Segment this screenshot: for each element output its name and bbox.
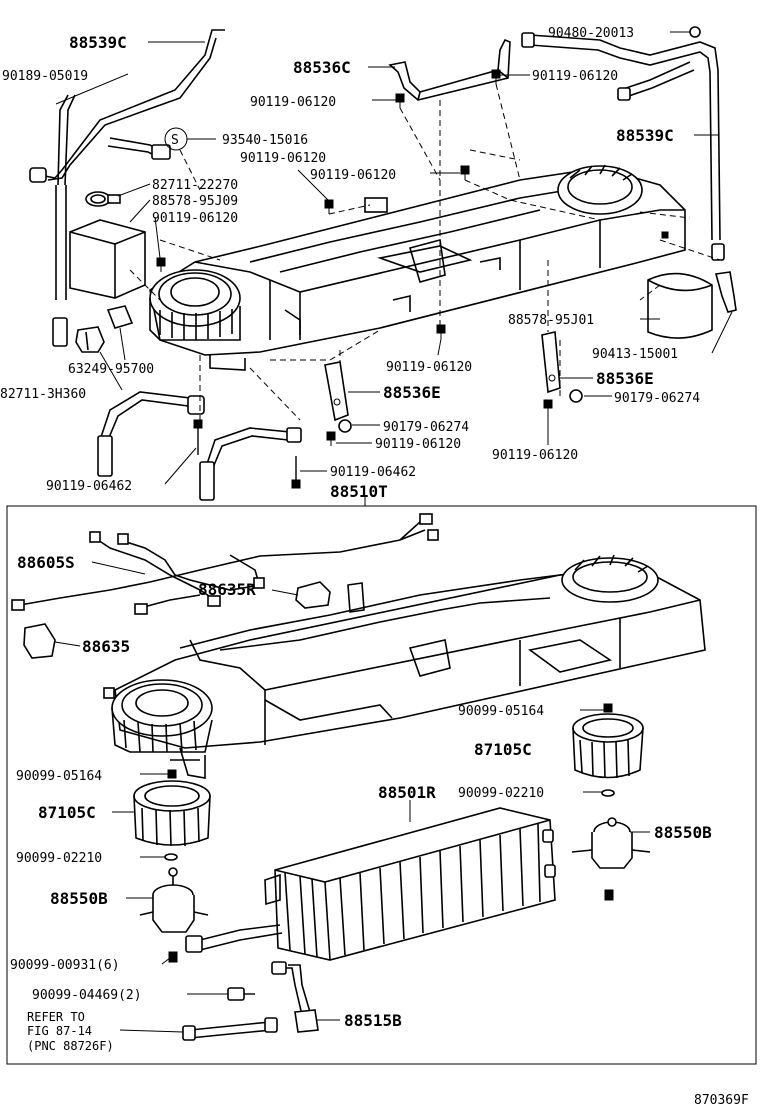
bracket-88536e-right xyxy=(541,331,561,394)
callout-88536e-left: 88536E xyxy=(383,383,441,402)
wire-harness-88605s xyxy=(11,513,439,615)
sensor-88635r xyxy=(295,581,365,613)
refer-note: REFER TO FIG 87-14 (PNC 88726F) xyxy=(27,1010,114,1053)
motor-88550b-left xyxy=(139,867,209,933)
callout-88539c-right: 88539C xyxy=(616,126,674,145)
upper-assembly-view xyxy=(29,26,737,501)
nut-icon xyxy=(338,419,352,433)
callouts-upper: 88539C 90189-05019 88536C 90119-06120 90… xyxy=(0,26,700,501)
refer-note-line2: FIG 87-14 xyxy=(27,1024,92,1038)
callout-90119-06120-c: 90119-06120 xyxy=(240,151,326,166)
bolt-icon xyxy=(324,199,334,214)
callout-90119-06120-b: 90119-06120 xyxy=(532,69,618,84)
exploded-view-frame xyxy=(6,505,757,1065)
bolt-icon xyxy=(543,399,553,414)
callout-90119-06120-h: 90119-06120 xyxy=(492,448,578,463)
callout-90119-06462-right: 90119-06462 xyxy=(330,465,416,480)
screw-icon xyxy=(661,231,669,239)
callout-90099-05164-right: 90099-05164 xyxy=(458,704,544,719)
callout-88501r: 88501R xyxy=(378,783,436,802)
callout-82711-22270: 82711-22270 xyxy=(152,178,238,193)
callout-90099-02210-left: 90099-02210 xyxy=(16,851,102,866)
refer-note-line1: REFER TO xyxy=(27,1010,85,1024)
callout-90413-15001: 90413-15001 xyxy=(592,347,678,362)
callout-90480-20013: 90480-20013 xyxy=(548,26,634,41)
screw-icon xyxy=(168,951,178,963)
lower-exploded-view xyxy=(11,513,706,1041)
callout-90119-06120-e: 90119-06120 xyxy=(152,211,238,226)
nut-icon xyxy=(569,389,583,403)
callout-90179-06274-left: 90179-06274 xyxy=(383,420,469,435)
bolt-icon xyxy=(227,987,255,1001)
insulator-88578-95j01 xyxy=(647,272,713,339)
sensor-88635 xyxy=(23,623,56,659)
callout-88635: 88635 xyxy=(82,637,130,656)
pipe-88539c-right xyxy=(521,26,737,313)
evaporator-88501r xyxy=(264,807,556,961)
callout-63249-95700: 63249-95700 xyxy=(68,362,154,377)
callout-90179-06274-right: 90179-06274 xyxy=(614,391,700,406)
callout-93540-15016: 93540-15016 xyxy=(222,133,308,148)
washer-icon xyxy=(601,789,615,797)
blower-87105c-left xyxy=(133,780,211,847)
bolt-long-icon xyxy=(291,456,301,489)
figure-code: 870369F xyxy=(694,1093,749,1108)
callout-88578-95j09: 88578-95J09 xyxy=(152,194,238,209)
callout-88536c: 88536C xyxy=(293,58,351,77)
callout-88536e-right: 88536E xyxy=(596,369,654,388)
callout-82711-3h360: 82711-3H360 xyxy=(0,387,86,402)
bracket-88536e-left xyxy=(324,361,349,422)
refer-note-line3: (PNC 88726F) xyxy=(27,1039,114,1053)
callout-90189-05019: 90189-05019 xyxy=(2,69,88,84)
motor-88550b-right xyxy=(571,817,651,869)
callout-90099-00931: 90099-00931(6) xyxy=(10,958,120,973)
pipe-88539c-left xyxy=(29,29,225,347)
callout-88635r: 88635R xyxy=(198,580,256,599)
callout-88550b-left: 88550B xyxy=(50,889,108,908)
callout-88515b: 88515B xyxy=(344,1011,402,1030)
callout-88539c-left: 88539C xyxy=(69,33,127,52)
callout-90119-06120-a: 90119-06120 xyxy=(250,95,336,110)
clamp-82711-22270 xyxy=(85,191,121,207)
insulator-block-88578-95j09 xyxy=(69,219,146,299)
callout-88550b-right: 88550B xyxy=(654,823,712,842)
hoses-lower-left xyxy=(97,391,302,501)
main-housing-lower xyxy=(103,554,706,779)
washer-icon xyxy=(164,853,178,861)
bolt-long-icon xyxy=(193,419,203,455)
callout-88605s: 88605S xyxy=(17,553,75,572)
bolt-icon xyxy=(460,165,470,180)
pad-63249-95700 xyxy=(106,305,134,329)
s-symbol: S xyxy=(171,133,179,148)
clip-82711-3h360 xyxy=(75,326,105,353)
bolt-icon xyxy=(491,69,501,84)
callout-87105c-left: 87105C xyxy=(38,803,96,822)
blower-87105c-right xyxy=(572,713,644,779)
callout-90119-06462-left: 90119-06462 xyxy=(46,479,132,494)
callout-90099-04469: 90099-04469(2) xyxy=(32,988,142,1003)
callout-90119-06120-g: 90119-06120 xyxy=(375,437,461,452)
callout-90099-02210-right: 90099-02210 xyxy=(458,786,544,801)
bolts-upper xyxy=(156,69,669,489)
leader-lines-upper xyxy=(55,31,733,506)
callout-90099-05164-left: 90099-05164 xyxy=(16,769,102,784)
callout-90119-06120-f: 90119-06120 xyxy=(386,360,472,375)
callout-87105c-right: 87105C xyxy=(474,740,532,759)
main-housing-upper xyxy=(149,164,686,371)
screw-icon xyxy=(167,769,177,779)
assembly-dashed-lines xyxy=(129,83,721,421)
leader-lines-lower xyxy=(54,561,650,1033)
callout-88578-95j01: 88578-95J01 xyxy=(508,313,594,328)
pipes-lower xyxy=(182,924,319,1041)
bolt-icon xyxy=(436,324,446,339)
callout-90119-06120-d: 90119-06120 xyxy=(310,168,396,183)
callout-88510t: 88510T xyxy=(330,482,388,501)
screw-icon xyxy=(604,889,614,901)
bolt-icon xyxy=(326,431,336,446)
screw-icon xyxy=(603,703,613,713)
bolt-icon xyxy=(156,257,166,272)
bolt-icon xyxy=(395,93,405,108)
callouts-lower: 88605S 88635R 88635 90099-05164 87105C 9… xyxy=(10,553,712,1030)
